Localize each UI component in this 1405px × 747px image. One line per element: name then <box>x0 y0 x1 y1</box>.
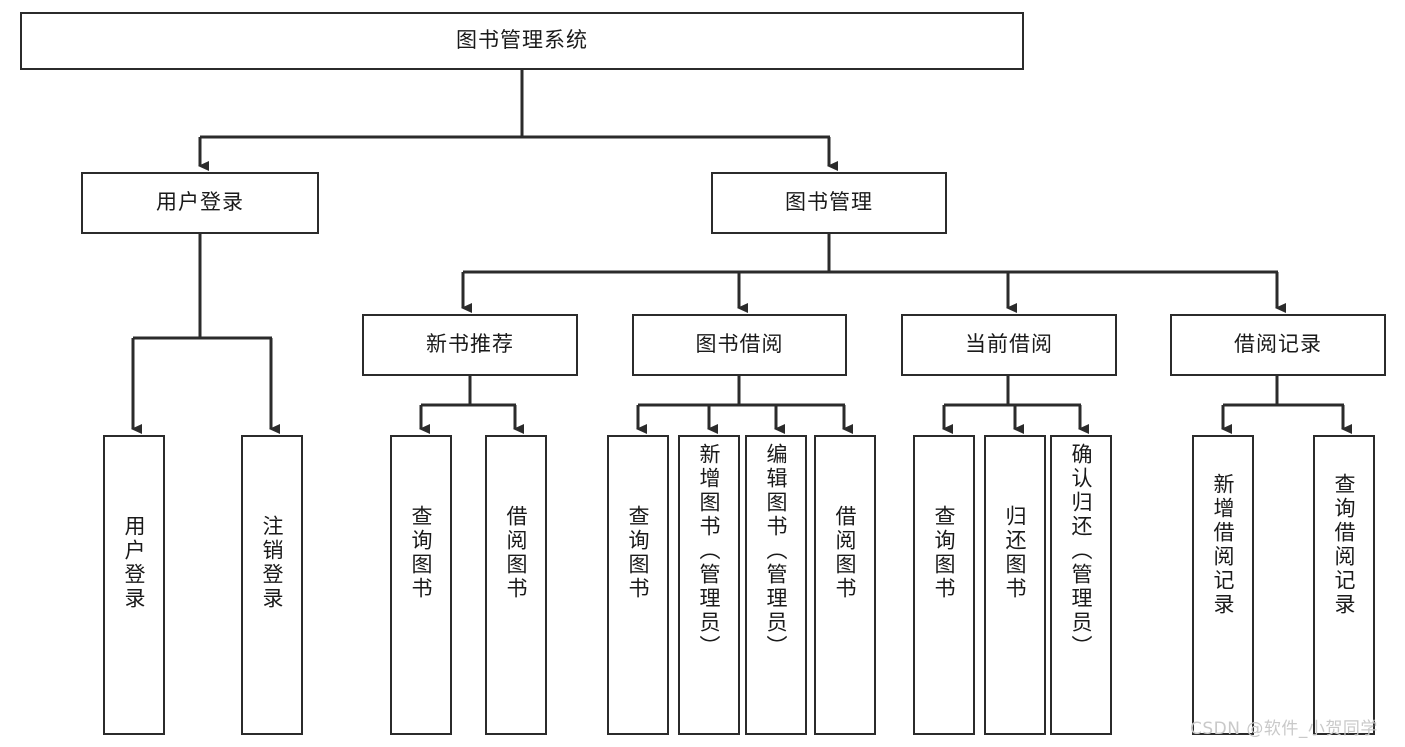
node-leaf-borrow-book-1[interactable]: 借阅图书 <box>485 435 547 735</box>
edge-group-root <box>198 70 838 171</box>
node-borrow-record[interactable]: 借阅记录 <box>1170 314 1386 376</box>
node-leaf-return-book-label: 归还图书 <box>1003 505 1028 601</box>
node-leaf-query-book-3-label: 查询图书 <box>932 505 957 601</box>
node-leaf-add-book-label: 新增图书（管理员） <box>697 443 722 659</box>
node-leaf-confirm-return[interactable]: 确认归还（管理员） <box>1050 435 1112 735</box>
node-leaf-confirm-return-label: 确认归还（管理员） <box>1069 443 1094 659</box>
edge-group-book-manage <box>461 234 1286 313</box>
node-leaf-query-book-3[interactable]: 查询图书 <box>913 435 975 735</box>
node-book-borrow-label: 图书借阅 <box>695 332 784 357</box>
node-current-borrow-label: 当前借阅 <box>965 332 1053 357</box>
node-leaf-query-record-label: 查询借阅记录 <box>1332 473 1357 617</box>
edge-group-borrow-record <box>1221 376 1352 434</box>
node-leaf-return-book[interactable]: 归还图书 <box>984 435 1046 735</box>
node-leaf-logout[interactable]: 注销登录 <box>241 435 303 735</box>
node-leaf-logout-label: 注销登录 <box>260 515 285 611</box>
node-leaf-add-record-label: 新增借阅记录 <box>1211 473 1236 617</box>
node-leaf-query-record[interactable]: 查询借阅记录 <box>1313 435 1375 735</box>
node-leaf-add-book[interactable]: 新增图书（管理员） <box>678 435 740 735</box>
csdn-watermark: CSDN @软件_小贺同学 <box>1190 719 1378 739</box>
node-leaf-user-login[interactable]: 用户登录 <box>103 435 165 735</box>
node-leaf-borrow-book-1-label: 借阅图书 <box>504 505 529 601</box>
node-current-borrow[interactable]: 当前借阅 <box>901 314 1117 376</box>
node-leaf-query-book-1[interactable]: 查询图书 <box>390 435 452 735</box>
node-new-book-recommend[interactable]: 新书推荐 <box>362 314 578 376</box>
node-leaf-query-book-2[interactable]: 查询图书 <box>607 435 669 735</box>
node-leaf-add-record[interactable]: 新增借阅记录 <box>1192 435 1254 735</box>
node-leaf-query-book-2-label: 查询图书 <box>626 505 651 601</box>
edge-group-book-borrow <box>636 376 853 434</box>
node-root[interactable]: 图书管理系统 <box>20 12 1024 70</box>
node-leaf-borrow-book-2[interactable]: 借阅图书 <box>814 435 876 735</box>
node-borrow-record-label: 借阅记录 <box>1234 332 1322 357</box>
node-book-manage[interactable]: 图书管理 <box>711 172 947 234</box>
node-leaf-edit-book[interactable]: 编辑图书（管理员） <box>745 435 807 735</box>
edge-group-user-login <box>131 234 280 434</box>
node-user-login[interactable]: 用户登录 <box>81 172 319 234</box>
node-leaf-borrow-book-2-label: 借阅图书 <box>833 505 858 601</box>
node-new-book-recommend-label: 新书推荐 <box>426 332 514 357</box>
node-leaf-query-book-1-label: 查询图书 <box>409 505 434 601</box>
node-root-label: 图书管理系统 <box>456 28 588 53</box>
node-leaf-edit-book-label: 编辑图书（管理员） <box>764 443 789 659</box>
node-book-borrow[interactable]: 图书借阅 <box>632 314 847 376</box>
node-leaf-user-login-label: 用户登录 <box>122 515 147 611</box>
edge-group-current-borrow <box>942 376 1089 434</box>
node-user-login-label: 用户登录 <box>156 190 244 215</box>
node-book-manage-label: 图书管理 <box>785 190 873 215</box>
edge-group-new-book-recommend <box>419 376 524 434</box>
